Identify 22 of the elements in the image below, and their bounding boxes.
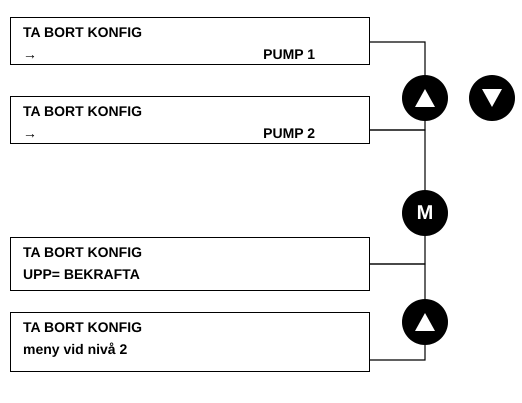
display-text: PUMP 2 [263,125,316,141]
arrow-symbol: → [23,46,37,62]
arrow-up-key [402,299,448,345]
connector-line [370,263,426,299]
arrow-down-key [469,75,515,121]
display-panel [10,17,370,65]
display-text: TA BORT KONFIG [23,103,143,119]
display-panel [10,237,370,291]
display-text: UPP= BEKRAFTA [23,266,140,282]
display-panel [10,96,370,144]
connector-line [370,345,426,361]
display-text: TA BORT KONFIG [23,24,143,40]
display-panel [10,312,370,372]
display-text: TA BORT KONFIG [23,244,143,260]
connector-line [370,129,426,190]
display-text: PUMP 1 [263,46,316,62]
display-text: meny vid nivå 2 [23,341,128,357]
display-text: TA BORT KONFIG [23,319,143,335]
arrow-symbol: → [23,125,37,141]
arrow-up-key [402,75,448,121]
connector-line [370,41,426,75]
menu-key: M [402,190,448,236]
